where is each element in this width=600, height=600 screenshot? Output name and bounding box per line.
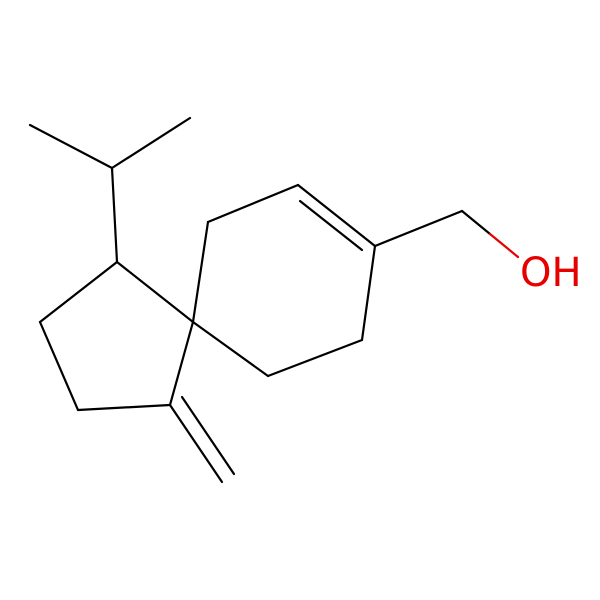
bond-c1-c2: [38, 260, 119, 324]
bond-ch2-oh-black: [460, 209, 492, 236]
bond-c7-c8-double-outer: [296, 183, 377, 248]
hydroxyl-label: OH: [520, 250, 582, 296]
bond-c4-spiro: [168, 320, 195, 407]
bond-methyl-left: [28, 123, 114, 170]
bond-c9-c10: [266, 338, 364, 378]
bond-c8-c9: [360, 244, 377, 342]
bond-spiro-c1: [115, 260, 195, 324]
bond-c7-c8-double-inner: [298, 199, 364, 252]
bond-ring-ch2: [373, 209, 464, 248]
bond-c3-c4: [76, 403, 172, 412]
bond-methyl-right: [110, 116, 192, 170]
bond-methylene-inner: [180, 395, 236, 476]
bond-spiro-c6: [191, 220, 210, 324]
bond-c10-spiro: [191, 320, 270, 378]
bond-c6-c7: [206, 183, 300, 224]
bond-methylene-outer: [168, 403, 224, 484]
bond-c2-c3: [38, 320, 80, 412]
bond-ch2-oh-red: [488, 232, 520, 259]
bond-isopropyl-ring: [110, 166, 119, 264]
